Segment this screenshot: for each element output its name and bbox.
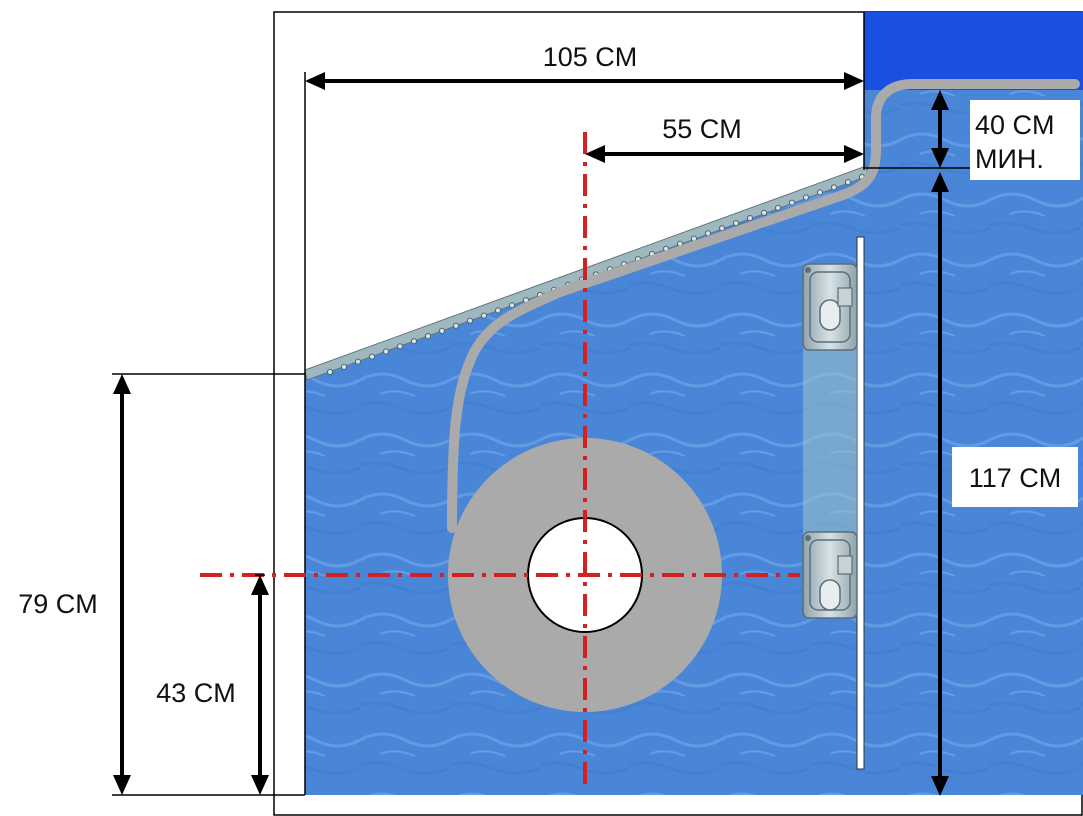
slat-joint [340,363,348,370]
label-clearance-line2: МИН. [975,144,1044,174]
slat-joint [704,230,712,237]
label-axis-to-edge: 55 CM [662,114,742,144]
dim-55 [585,145,864,163]
label-40-background [970,100,1080,180]
bracket-icon [802,263,858,619]
slat-joint [382,348,390,355]
label-clearance-line1: 40 CM [975,110,1055,140]
slat-joint [802,194,810,201]
slat-joint [424,333,432,340]
dim-79 [113,374,131,795]
slat-joint [480,312,488,319]
slat-joint [368,353,376,360]
label-wall-height: 79 CM [18,589,98,619]
slat-joint [410,338,418,345]
wall-plate [856,236,865,770]
slat-joint [326,368,334,376]
slat-joint [396,343,404,350]
cover-sheet [447,79,1080,533]
slat-joint [844,179,852,186]
extension-lines [112,12,975,796]
slat-joint [830,184,838,191]
slat-joint [494,307,502,314]
slat-joint [354,358,362,365]
slat-joint [466,317,474,324]
pool-deck [864,12,1083,90]
slat-joint [774,204,782,211]
dim-105 [305,72,864,90]
label-117-background [952,447,1078,507]
dim-40-min [931,90,949,168]
slat-joint [508,302,516,309]
dimension-arrows [113,72,949,796]
dim-43 [251,575,269,795]
axis-centerlines [200,132,800,790]
slat-joint [732,220,740,227]
slat-joint [438,327,446,334]
dim-117 [931,172,949,796]
slat-joint [760,209,768,216]
label-axis-height: 43 CM [156,678,236,708]
label-total-width: 105 CM [543,42,638,72]
slat-joint [718,225,726,232]
slat-joint [452,322,460,329]
slat-joint [746,215,754,222]
label-water-depth: 117 CM [969,463,1062,493]
slat-joint [816,189,824,196]
slat-joint [788,199,796,206]
